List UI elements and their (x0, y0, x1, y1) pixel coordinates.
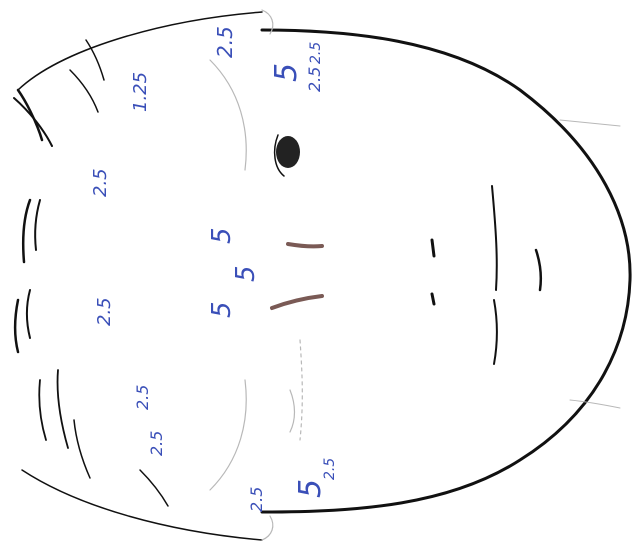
hair-stroke (15, 300, 18, 352)
annotation-center-forehead-lower: 2.5 (94, 297, 115, 326)
faint-line (570, 400, 620, 408)
ear-bottom (262, 516, 273, 540)
left-eye (276, 136, 300, 168)
mouth-line (536, 250, 541, 290)
annotation-left-brow-upper: 2.5 (213, 26, 237, 58)
annotation-glabella-mid: 5 (231, 265, 261, 282)
annotation-glabella-bottom: 5 (207, 301, 237, 318)
nasolabial-left (492, 186, 497, 290)
hair-stroke (57, 370, 68, 448)
hair-stroke (70, 70, 98, 112)
nasolabial-right (494, 300, 497, 364)
hair-stroke (39, 380, 46, 440)
right-eye-faint (290, 390, 295, 432)
left-eyebrow (288, 244, 322, 246)
annotation-left-temple: 1.25 (130, 72, 151, 112)
right-eyebrow (272, 296, 322, 308)
face-outline (262, 30, 630, 512)
hairline-curve-lower (22, 470, 262, 540)
nose-right (432, 294, 434, 304)
hair-stroke (27, 290, 30, 338)
annotation-right-crowsfeet-mid: 5 (293, 479, 328, 498)
right-orbit-arc (210, 380, 246, 490)
hair-stroke (74, 420, 90, 478)
annotation-left-crowsfeet-mid: 5 (269, 63, 304, 82)
hair-stroke (140, 470, 168, 506)
annotation-glabella-top: 5 (207, 227, 237, 244)
left-orbit-arc (210, 60, 246, 170)
hair-stroke (23, 200, 30, 262)
faint-line (560, 120, 620, 126)
annotation-right-forehead-a: 2.5 (133, 385, 152, 410)
annotation-right-forehead-b: 2.5 (147, 431, 166, 456)
hair-stroke (14, 98, 52, 146)
annotation-right-crowsfeet-small: 2.5 (322, 458, 338, 480)
nose-left (432, 240, 434, 256)
hair-stroke (35, 200, 40, 250)
annotation-left-crowsfeet-small: 2.5 (308, 42, 324, 64)
nose-bridge-faint (300, 340, 302, 440)
annotation-left-brow-lower: 2.5 (305, 67, 324, 92)
annotation-right-temple: 2.5 (247, 487, 266, 512)
annotation-center-forehead-upper: 2.5 (90, 168, 111, 197)
